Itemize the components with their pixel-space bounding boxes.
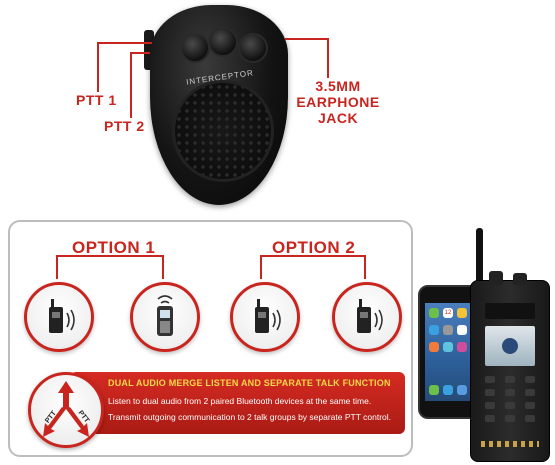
option-1-bracket-right (162, 255, 164, 279)
banner-line-1: Listen to dual audio from 2 paired Bluet… (108, 396, 372, 406)
cell-phone-icon (157, 295, 173, 336)
option-2-radio-circle-b (332, 282, 402, 352)
two-way-radio-icon (49, 299, 75, 333)
radio-key (505, 415, 515, 422)
device-button-left (180, 33, 210, 63)
jack-label-line2: EARPHONE (296, 94, 380, 110)
radio-speaker-top (485, 303, 535, 319)
radio-display (485, 326, 535, 366)
leader-line-jack (327, 38, 329, 78)
side-ptt-button (144, 30, 154, 70)
app-icon (429, 308, 439, 318)
radio-antenna (476, 228, 483, 288)
option-2-radio-circle-a (230, 282, 300, 352)
radio-key (525, 415, 535, 422)
split-arrows-icon: PTT PTT (43, 381, 91, 437)
radio-key (525, 389, 535, 396)
jack-label-line1: 3.5MM (315, 78, 361, 94)
ptt2-label: PTT 2 (104, 118, 145, 134)
radio-key (525, 402, 535, 409)
brand-logo-icon (502, 338, 518, 354)
calendar-icon: 12 (443, 308, 453, 318)
leader-line-ptt1 (97, 42, 99, 92)
speaker-mic-device: INTERCEPTOR (150, 5, 288, 205)
phone-dock-icon (429, 385, 439, 395)
app-icon (429, 342, 439, 352)
radio-knob (513, 273, 527, 285)
option-2-bracket-right (364, 255, 366, 279)
option-1-radio-circle (24, 282, 94, 352)
device-button-center (208, 27, 238, 57)
app-icon (443, 325, 453, 335)
radio-key (505, 402, 515, 409)
option-2-bracket (260, 255, 366, 257)
radio-key (485, 402, 495, 409)
app-icon (457, 342, 467, 352)
radio-key (485, 389, 495, 396)
leader-line-jack-h (285, 38, 329, 40)
option-2-bracket-left (260, 255, 262, 279)
browser-dock-icon (457, 385, 467, 395)
app-icon (429, 325, 439, 335)
option-1-bracket (56, 255, 164, 257)
speaker-grille (172, 80, 274, 182)
two-way-radio-image (470, 271, 550, 462)
options-panel: OPTION 1 OPTION 2 (8, 220, 413, 457)
radio-knob (489, 271, 503, 285)
radio-key (505, 376, 515, 383)
radio-key (485, 376, 495, 383)
option-1-phone-circle (130, 282, 200, 352)
radio-key (505, 389, 515, 396)
mail-dock-icon (443, 385, 453, 395)
banner-line-2: Transmit outgoing communication to 2 tal… (108, 412, 391, 422)
leader-line-ptt2 (130, 52, 132, 118)
two-way-radio-icon (357, 299, 383, 333)
app-icon (443, 342, 453, 352)
banner-title: DUAL AUDIO MERGE LISTEN AND SEPARATE TAL… (108, 378, 391, 388)
dual-audio-banner: DUAL AUDIO MERGE LISTEN AND SEPARATE TAL… (70, 372, 405, 434)
option-2-title: OPTION 2 (272, 238, 356, 257)
device-button-right (238, 33, 268, 63)
option-1-bracket-left (56, 255, 58, 279)
app-icon (457, 325, 467, 335)
radio-key (485, 415, 495, 422)
leader-line-ptt1-h (97, 42, 152, 44)
jack-label-line3: JACK (317, 110, 359, 126)
ptt-arrows-circle: PTT PTT (28, 372, 104, 448)
ptt1-label: PTT 1 (76, 92, 117, 108)
radio-key (525, 376, 535, 383)
radio-contacts (481, 441, 539, 447)
app-icon (457, 308, 467, 318)
leader-line-ptt2-h (130, 52, 150, 54)
option-1-title: OPTION 1 (72, 238, 156, 257)
two-way-radio-icon (255, 299, 281, 333)
